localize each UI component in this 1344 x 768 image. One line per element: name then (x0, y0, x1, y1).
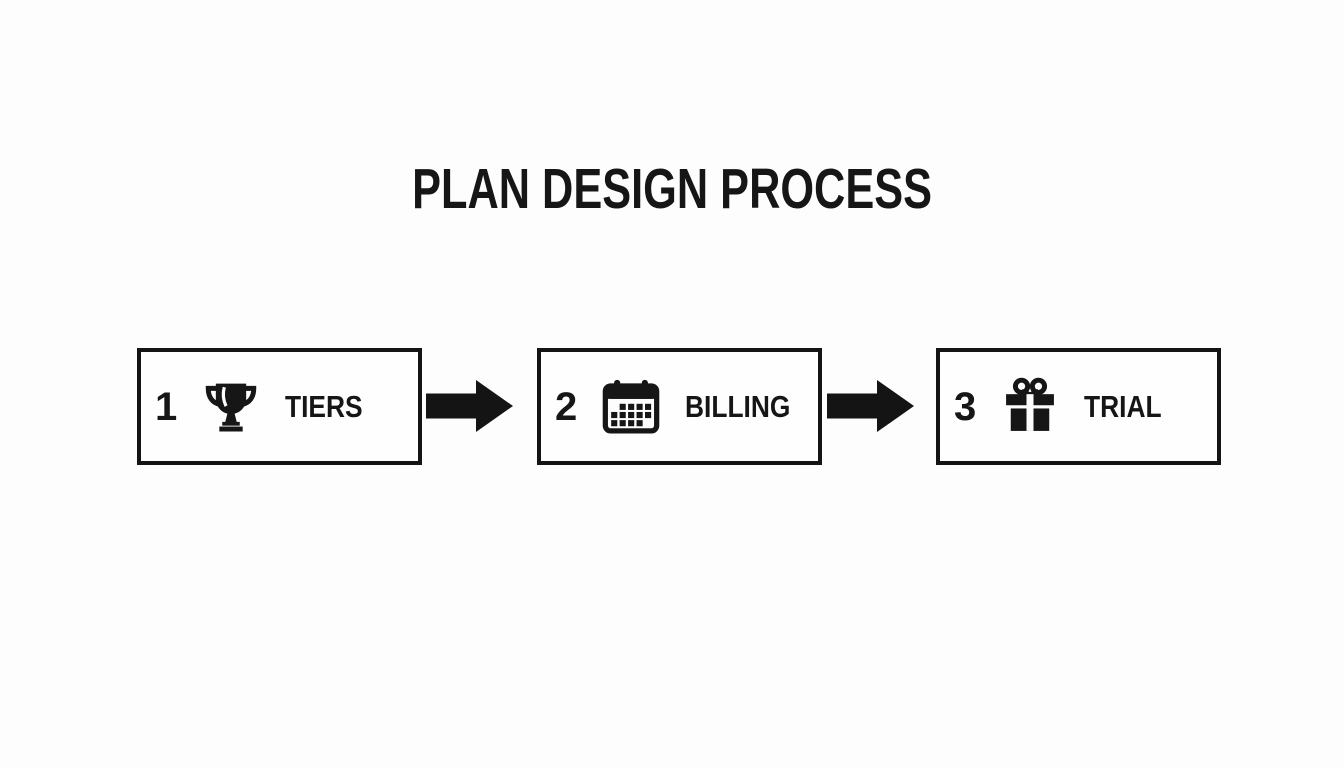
step-number: 1 (155, 384, 178, 429)
page-title: PLAN DESIGN PROCESS (0, 156, 1344, 222)
arrow-right-icon (827, 377, 917, 435)
step-box-billing: 2 (537, 348, 822, 465)
gift-icon (995, 372, 1065, 442)
page-title-text: PLAN DESIGN PROCESS (412, 157, 932, 221)
arrow-right-icon (426, 377, 516, 435)
step-label: TRIAL (1084, 389, 1162, 424)
step-number: 2 (555, 384, 578, 429)
calendar-icon (596, 372, 666, 442)
step-box-tiers: 1 TIERS (137, 348, 422, 465)
step-label: TIERS (285, 389, 363, 424)
step-label: BILLING (685, 389, 791, 424)
step-box-trial: 3 TRIAL (936, 348, 1221, 465)
step-number: 3 (954, 384, 977, 429)
trophy-icon (196, 372, 266, 442)
